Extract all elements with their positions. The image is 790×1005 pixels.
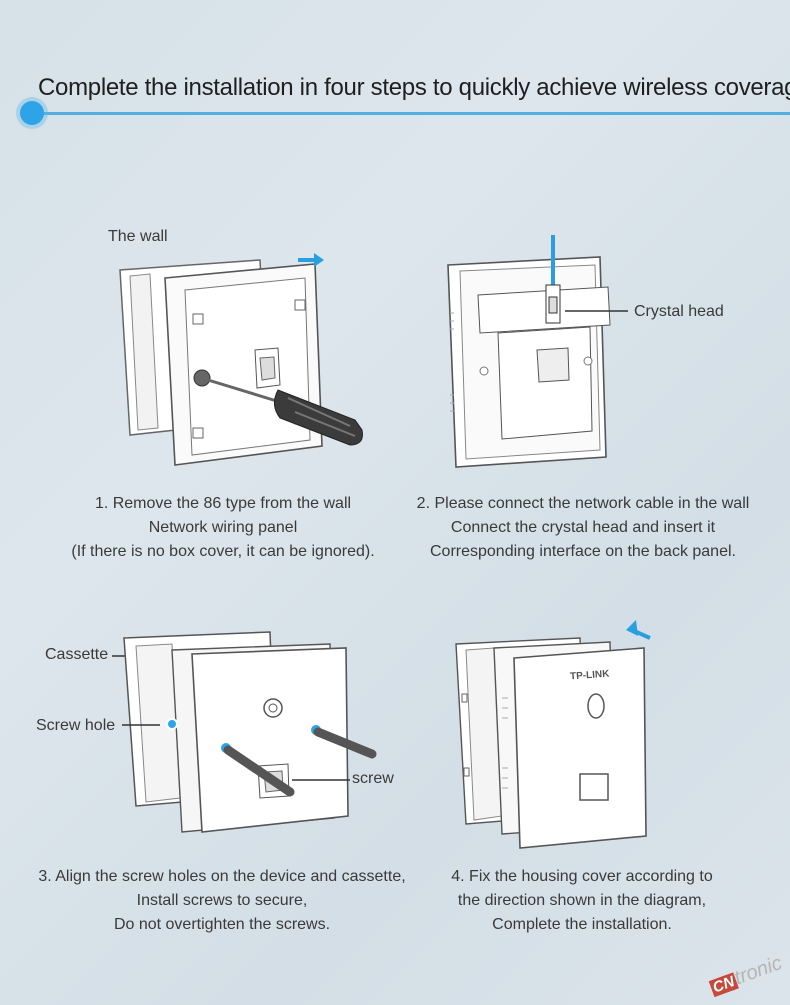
- title-dot-icon: [20, 101, 44, 125]
- step4-illustration: [455, 620, 651, 849]
- step1-caption-line1: 1. Remove the 86 type from the wall: [94, 495, 352, 512]
- step1-caption-line3: (If there is no box cover, it can be ign…: [71, 543, 375, 560]
- step2-caption-line3: Corresponding interface on the back pane…: [430, 543, 736, 560]
- step4-caption-line2: the direction shown in the diagram,: [457, 892, 707, 909]
- step3-caption-line3: Do not overtighten the screws.: [113, 916, 331, 933]
- step1-illustration: [119, 253, 363, 466]
- step4-caption: 4. Fix the housing cover according to th…: [440, 865, 724, 937]
- step3-illustration: [112, 631, 377, 833]
- watermark-logo: CNtronic: [708, 952, 786, 999]
- step3-caption: 3. Align the screw holes on the device a…: [24, 865, 420, 937]
- step2-caption: 2. Please connect the network cable in t…: [400, 492, 766, 564]
- step2-caption-line2: Connect the crystal head and insert it: [450, 519, 716, 536]
- page-title: Complete the installation in four steps …: [38, 74, 790, 101]
- label-the-wall: The wall: [108, 228, 168, 245]
- label-screw: screw: [352, 770, 394, 787]
- label-cassette: Cassette: [45, 646, 109, 663]
- step2-caption-line1: 2. Please connect the network cable in t…: [416, 495, 750, 512]
- watermark-text: tronic: [731, 951, 786, 990]
- step3-caption-line2: Install screws to secure,: [136, 892, 308, 909]
- step4-caption-line3: Complete the installation.: [492, 916, 672, 933]
- step1-caption: 1. Remove the 86 type from the wall Netw…: [60, 492, 386, 564]
- step4-caption-line1: 4. Fix the housing cover according to: [451, 868, 713, 885]
- step3-caption-line1: 3. Align the screw holes on the device a…: [38, 868, 406, 885]
- title-underline: [32, 112, 790, 115]
- step1-caption-line2: Network wiring panel: [148, 519, 298, 536]
- label-screw-hole: Screw hole: [36, 717, 116, 734]
- step2-illustration: [447, 235, 628, 468]
- label-crystal-head: Crystal head: [634, 303, 724, 320]
